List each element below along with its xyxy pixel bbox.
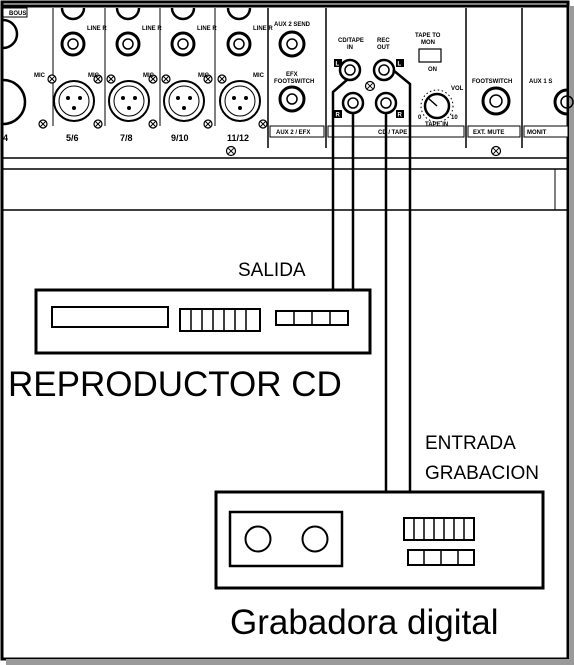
line-jacks-mid bbox=[60, 31, 252, 57]
monitor-label: MONIT bbox=[527, 130, 547, 136]
input-label-1: ENTRADA bbox=[425, 433, 516, 454]
channel-label: 9/10 bbox=[171, 133, 189, 143]
on-label: ON bbox=[428, 67, 437, 73]
cable-cd-left bbox=[331, 78, 349, 290]
channel-label: 11/12 bbox=[227, 133, 249, 143]
mixer-labels: BOUS LINE R LINE R LINE R LINE R MIC MIC… bbox=[3, 11, 552, 143]
line-r-label: LINE R bbox=[197, 26, 217, 32]
rec-out-label: REC bbox=[377, 38, 390, 44]
tape-to-mon-label: MON bbox=[421, 40, 435, 46]
mic-label: MIC bbox=[88, 73, 100, 79]
footswitch-label: FOOTSWITCH bbox=[472, 79, 512, 85]
footswitch-label: FOOTSWITCH bbox=[274, 79, 314, 85]
aux1-send-label: AUX 1 S bbox=[529, 79, 552, 85]
xlr-jacks bbox=[2, 78, 261, 126]
line-r-label: LINE R bbox=[142, 26, 162, 32]
input-label-2: GRABACION bbox=[425, 463, 539, 484]
aux2-efx-jacks bbox=[278, 30, 306, 113]
l-badge: L bbox=[398, 62, 402, 68]
cable-rec-left bbox=[392, 69, 412, 492]
line-r-label: LINE R bbox=[87, 26, 107, 32]
aux2-send-label: AUX 2 SEND bbox=[274, 22, 311, 28]
efx-label: EFX bbox=[286, 72, 298, 78]
top-left-label: BOUS bbox=[9, 11, 26, 17]
audio-cables bbox=[331, 69, 412, 492]
line-jacks-top bbox=[2, 7, 252, 50]
digital-recorder bbox=[214, 490, 545, 590]
recorder-title: Grabadora digital bbox=[230, 603, 499, 642]
channel-label: 7/8 bbox=[120, 133, 133, 143]
mic-label: MIC bbox=[253, 73, 265, 79]
r-badge: R bbox=[336, 113, 341, 119]
mic-label: MIC bbox=[198, 73, 210, 79]
channel-label: 4 bbox=[3, 133, 8, 143]
screw-icons bbox=[38, 74, 502, 157]
line-r-label: LINE R bbox=[253, 26, 273, 32]
recorder-meter bbox=[403, 517, 475, 541]
knob-min-label: 0 bbox=[418, 115, 422, 121]
rec-out-label: OUT bbox=[377, 45, 390, 51]
mic-label: MIC bbox=[34, 73, 46, 79]
tape-to-mon-label: TAPE TO bbox=[415, 33, 441, 39]
r-badge: R bbox=[398, 113, 403, 119]
cd-tape-in-label: CD/TAPE bbox=[338, 38, 364, 44]
channel-label: 5/6 bbox=[66, 133, 79, 143]
ext-mute-label: EXT. MUTE bbox=[473, 130, 504, 136]
cd-player-title: REPRODUCTOR CD bbox=[8, 365, 342, 404]
tape-in-label: TAPE IN bbox=[425, 122, 448, 128]
l-badge: L bbox=[336, 62, 340, 68]
rca-jacks bbox=[334, 58, 404, 118]
cd-tape-section-label: CD / TAPE bbox=[378, 130, 407, 136]
cd-meter bbox=[179, 308, 261, 332]
tape-monitor-controls bbox=[418, 48, 454, 123]
aux2-efx-label: AUX 2 / EFX bbox=[276, 130, 310, 136]
cd-tape-in-label: IN bbox=[347, 45, 353, 51]
knob-max-label: 10 bbox=[451, 115, 458, 121]
cd-display bbox=[51, 306, 169, 328]
output-label: SALIDA bbox=[238, 260, 306, 281]
footswitch-jacks bbox=[481, 86, 574, 116]
vol-label: VOL bbox=[451, 86, 464, 92]
frame-shadow bbox=[569, 6, 574, 665]
frame-shadow-bottom bbox=[6, 659, 574, 665]
reel-left bbox=[244, 525, 272, 553]
mic-label: MIC bbox=[143, 73, 155, 79]
reel-right bbox=[301, 525, 329, 553]
mixer-panel bbox=[2, 4, 569, 211]
cd-player bbox=[34, 288, 372, 355]
